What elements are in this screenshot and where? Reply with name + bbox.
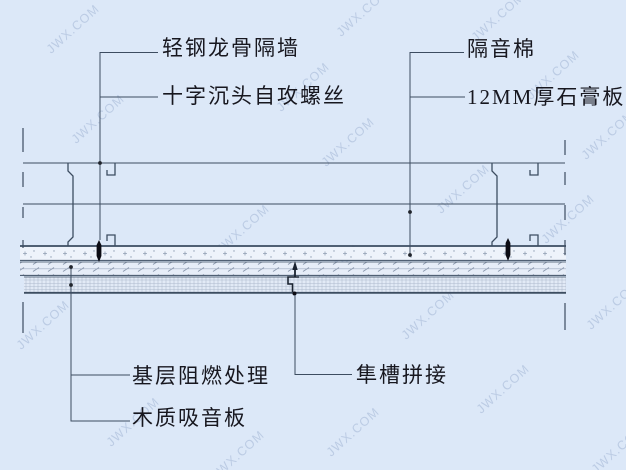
left-screw	[96, 240, 102, 262]
right-steel-stud	[491, 163, 539, 246]
leader-gypsum	[409, 96, 465, 255]
label-gypsum: 12MM厚石膏板	[467, 85, 626, 109]
leader-acoustic-panel	[70, 285, 130, 422]
leader-screw	[99, 96, 158, 240]
label-screw: 十字沉头自攻螺丝	[162, 84, 346, 108]
left-steel-stud	[67, 163, 116, 246]
tongue-groove-joint	[287, 261, 299, 296]
leader-joint	[294, 295, 352, 375]
wood-acoustic-panel-layer	[24, 277, 566, 293]
leader-partition	[99, 52, 158, 163]
leader-dots	[69, 161, 412, 287]
right-screw	[505, 238, 511, 261]
label-base-treatment: 基层阻燃处理	[132, 364, 270, 388]
wall-face-lines	[23, 162, 565, 205]
label-acoustic-panel: 木质吸音板	[132, 406, 247, 430]
label-joint: 隼槽拼接	[356, 363, 448, 387]
leader-lines	[70, 52, 465, 422]
leader-insulation	[409, 52, 464, 212]
gypsum-board-layer	[20, 247, 566, 260]
label-insulation: 隔音棉	[467, 37, 536, 61]
label-partition: 轻钢龙骨隔墙	[162, 36, 300, 60]
